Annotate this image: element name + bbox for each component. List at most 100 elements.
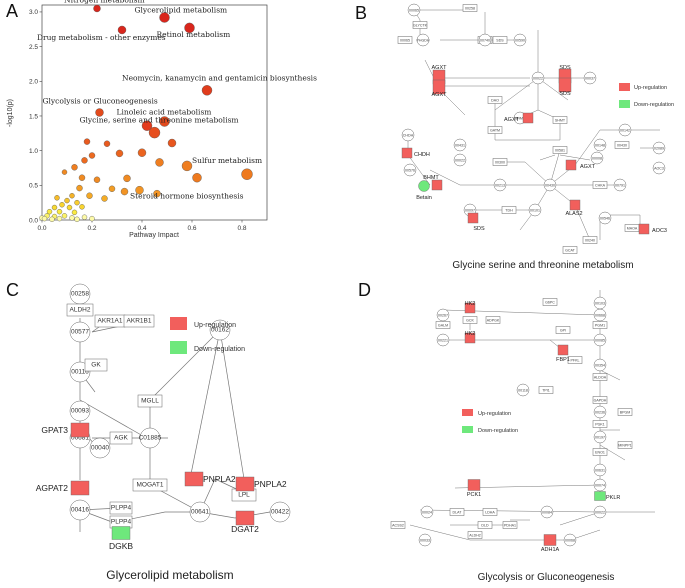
metabolite-node-label: 00033 [420, 538, 430, 542]
enzyme-node-label: 00300 [495, 160, 505, 164]
panel-c: C 002580057700116000930068100040C0188500… [6, 280, 291, 582]
enzyme-node-label: 00240 [585, 238, 595, 242]
metabolite-node: 00258 [69, 283, 91, 305]
gene-label: SDS [559, 65, 571, 71]
scatter-point [61, 169, 68, 175]
metabolite-node: 00162 [209, 319, 231, 341]
metabolite-node-label: 00065 [409, 8, 419, 12]
legend-d: Up-regulation Down-regulation [462, 409, 518, 434]
metabolite-node-label: 00668 [595, 313, 605, 317]
gene-label: PNPLA2 [254, 479, 287, 489]
metabolite-node-label: 00085 [595, 338, 605, 342]
enzyme-node-label: GATM [490, 128, 500, 132]
y-tick-label: 1.0 [29, 148, 38, 155]
legend-c-down-swatch [170, 341, 187, 354]
enzyme-node: MOGAT1 [132, 478, 168, 492]
metabolite-node: 00084 [540, 505, 554, 519]
x-tick-label: 0.6 [187, 225, 196, 232]
scatter-points [39, 4, 253, 223]
scatter-point [49, 216, 55, 223]
up-regulated-gene: SDS [558, 77, 572, 97]
metabolite-node-label: 00681 [71, 434, 89, 441]
enzyme-node-label: ALDH2 [70, 306, 91, 313]
metabolite-node-label: 00068 [565, 538, 575, 542]
enzyme-node-label: ACSS2 [392, 523, 404, 527]
up-regulated-gene: CHDH [401, 147, 430, 159]
legend-b-up-label: Up-regulation [634, 85, 667, 91]
enzyme-node-label: GCAT [565, 248, 576, 252]
scatter-point [76, 184, 83, 192]
scatter-point-labeled [192, 172, 202, 183]
enzyme-node: ENO1 [592, 448, 608, 456]
gene-label: Betain [416, 195, 432, 201]
scatter-point-labeled [241, 168, 253, 180]
metabolite-node-label: 00008 [592, 156, 602, 160]
metabolite-node-label: 00267 [438, 313, 448, 317]
enzyme-node-label: AKR1A1 [98, 317, 123, 324]
point-label: Neomycin, kanamycin and gentamicin biosy… [122, 73, 317, 82]
up-regulated-gene: PCK1 [467, 479, 481, 498]
enzyme-node: AKR1B1 [123, 314, 155, 328]
enzyme-node-label: LPL [238, 491, 250, 498]
metabolite-node-label: 00037 [585, 76, 595, 80]
enzyme-node: GK [84, 358, 108, 372]
point-label: Glycolysis or Gluconeogenesis [43, 97, 158, 106]
enzyme-node: MAOA [624, 224, 640, 232]
scatter-point [46, 208, 53, 215]
x-axis-label: Pathway Impact [129, 232, 179, 239]
metabolite-node-label: AOC3 [654, 166, 664, 170]
legend-d-down-swatch [462, 426, 473, 433]
down-regulated-gene: PKLR [594, 491, 620, 501]
metabolite-node: 00577 [69, 321, 91, 343]
metabolite-node: 02089 [652, 141, 666, 155]
enzyme-node: GCAT [562, 246, 578, 254]
gene-label: AGXT [432, 92, 448, 98]
enzyme-node: MINPP1 [617, 441, 633, 449]
scatter-point [181, 160, 193, 172]
y-tick-label: 0.5 [29, 183, 38, 190]
legend-c: Up-regulation Down-regulation [170, 317, 245, 354]
enzyme-node-label: MAOA [627, 226, 638, 230]
scatter-point [153, 189, 161, 198]
scatter-point-labeled [184, 22, 195, 34]
metabolite-node: 00024 [420, 505, 434, 519]
enzyme-node-label: TDH [505, 208, 513, 212]
scatter-point [83, 138, 91, 145]
metabolite-node-label: 00221 [438, 338, 448, 342]
enzyme-node-label: TPI1 [542, 388, 550, 392]
enzyme-node-label: DAO [491, 98, 499, 102]
scatter-point-labeled [93, 4, 101, 13]
scatter-point [66, 204, 73, 211]
metabolite-node-label: 02089 [654, 146, 664, 150]
up-regulated-gene: GPAT3 [41, 422, 90, 438]
enzyme-node: PGK1 [592, 420, 608, 428]
panel-b-title: Glycine serine and threonine metabolism [452, 260, 633, 271]
enzyme-node: GPI [555, 326, 571, 334]
legend-d-up-swatch [462, 409, 473, 416]
enzyme-node: 00240 [582, 236, 598, 244]
y-tick-label: 2.5 [29, 44, 38, 51]
enzyme-node-label: PDHA1 [504, 523, 516, 527]
metabolite-node: 00022 [531, 71, 545, 85]
metabolite-node-label: 00022 [595, 510, 605, 514]
enzyme-node: PLPP4 [109, 501, 133, 515]
scatter-point [93, 176, 101, 183]
enzyme-node-label: 00258 [465, 6, 475, 10]
enzyme-node-label: BPGM [620, 410, 631, 414]
up-regulated-gene: AGXT [432, 79, 448, 98]
up-regulated-gene: HK2 [465, 301, 475, 314]
scatter-point [71, 209, 78, 216]
scatter-point [64, 197, 70, 204]
enzyme-node: GALM [435, 321, 451, 329]
enzyme-node-label: SHMT [555, 118, 566, 122]
metabolite-node-label: 00116 [71, 368, 89, 375]
scatter-point [71, 164, 78, 171]
enzyme-node-label: LDHA [485, 510, 495, 514]
scatter-point [88, 152, 96, 159]
enzyme-node: AKR1A1 [94, 314, 126, 328]
enzyme-node-label: DLAT [453, 510, 463, 514]
